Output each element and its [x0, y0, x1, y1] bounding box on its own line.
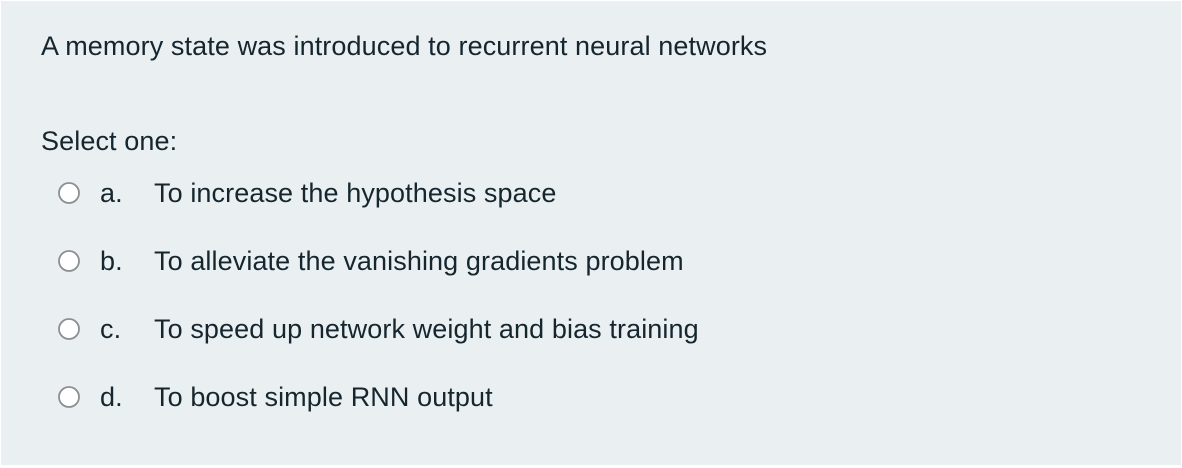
answer-option-b[interactable]: b. To alleviate the vanishing gradients …: [41, 245, 1141, 313]
answer-text[interactable]: To boost simple RNN output: [154, 382, 493, 412]
question-stem: A memory state was introduced to recurre…: [41, 31, 768, 61]
select-one-label: Select one:: [41, 126, 178, 156]
answer-letter: a.: [100, 178, 123, 208]
radio-unchecked-icon[interactable]: [58, 386, 80, 408]
answer-option-d[interactable]: d. To boost simple RNN output: [41, 381, 1141, 449]
answer-letter: c.: [100, 314, 122, 344]
answer-option-c[interactable]: c. To speed up network weight and bias t…: [41, 313, 1141, 381]
answer-text[interactable]: To increase the hypothesis space: [154, 178, 557, 208]
answer-letter: d.: [100, 382, 123, 412]
radio-unchecked-icon[interactable]: [58, 250, 80, 272]
answer-option-a[interactable]: a. To increase the hypothesis space: [41, 177, 1141, 245]
answer-options-list: a. To increase the hypothesis space b. T…: [41, 177, 1141, 449]
radio-unchecked-icon[interactable]: [58, 318, 80, 340]
answer-text[interactable]: To speed up network weight and bias trai…: [154, 314, 699, 344]
radio-unchecked-icon[interactable]: [58, 182, 80, 204]
answer-letter: b.: [100, 246, 123, 276]
answer-text[interactable]: To alleviate the vanishing gradients pro…: [154, 246, 684, 276]
